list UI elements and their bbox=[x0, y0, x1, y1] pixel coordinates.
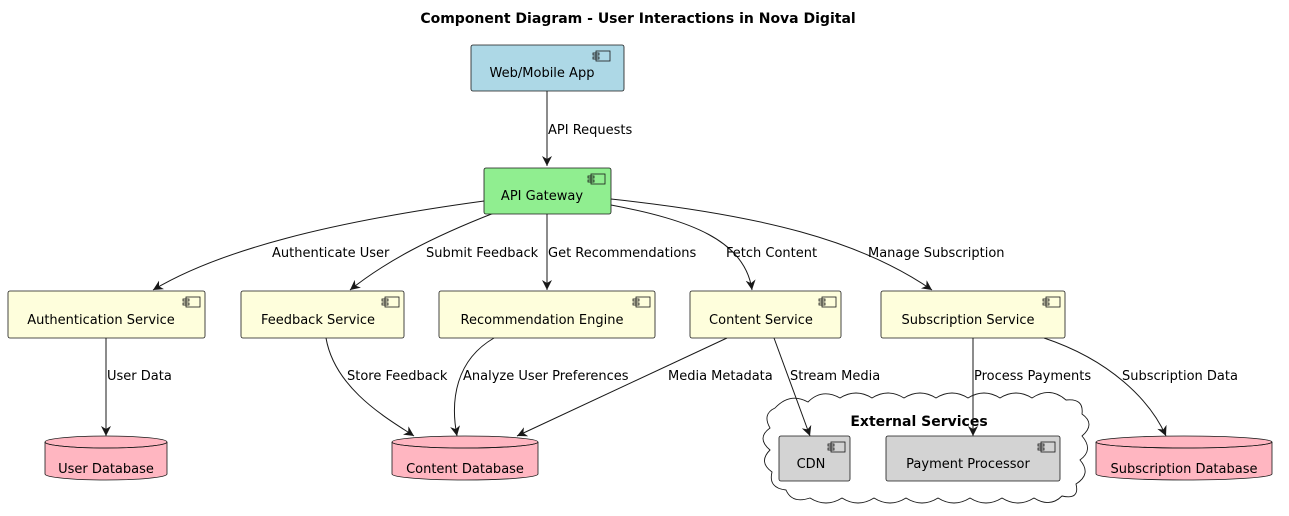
database-label: Subscription Database bbox=[1111, 462, 1258, 477]
component-label: Authentication Service bbox=[27, 313, 175, 328]
database-user-database[interactable]: User Database bbox=[44, 435, 168, 481]
edge-manage-subscription bbox=[610, 198, 933, 291]
edge-fetch-content bbox=[610, 204, 756, 291]
database-content-database[interactable]: Content Database bbox=[391, 435, 539, 481]
edge-label-media-metadata: Media Metadata bbox=[668, 369, 773, 384]
edge-submit-feedback bbox=[349, 212, 495, 291]
edge-label-store-feedback: Store Feedback bbox=[347, 369, 448, 384]
edge-media-metadata bbox=[516, 337, 728, 437]
component-icon bbox=[818, 296, 837, 308]
component-label: Feedback Service bbox=[261, 313, 375, 328]
component-icon bbox=[1037, 441, 1056, 453]
component-recommendation-engine[interactable]: Recommendation Engine bbox=[438, 290, 656, 339]
edge-label-get-recommendations: Get Recommendations bbox=[548, 246, 697, 261]
component-icon bbox=[632, 296, 651, 308]
component-icon bbox=[381, 296, 400, 308]
component-label: Recommendation Engine bbox=[461, 313, 624, 328]
component-web-mobile-app[interactable]: Web/Mobile App bbox=[470, 44, 625, 92]
component-icon bbox=[1042, 296, 1061, 308]
database-cylinder bbox=[1095, 441, 1273, 449]
edge-label-user-data: User Data bbox=[107, 369, 172, 384]
edge-label-manage-subscription: Manage Subscription bbox=[868, 246, 1005, 261]
edges: API Requests Authenticate User Submit Fe… bbox=[101, 91, 1238, 437]
edge-label-subscription-data: Subscription Data bbox=[1122, 369, 1238, 384]
component-authentication-service[interactable]: Authentication Service bbox=[7, 290, 206, 339]
component-subscription-service[interactable]: Subscription Service bbox=[880, 290, 1066, 339]
component-label: Subscription Service bbox=[902, 313, 1035, 328]
component-label: Content Service bbox=[709, 313, 813, 328]
edge-label-fetch-content: Fetch Content bbox=[726, 246, 817, 261]
component-label: Payment Processor bbox=[906, 457, 1030, 472]
component-icon bbox=[587, 173, 606, 185]
edge-label-api-requests: API Requests bbox=[548, 123, 633, 138]
component-icon bbox=[827, 441, 846, 453]
component-cdn[interactable]: CDN bbox=[778, 435, 851, 482]
database-label: Content Database bbox=[406, 462, 524, 477]
component-icon bbox=[592, 50, 611, 62]
database-label: User Database bbox=[58, 462, 154, 477]
edge-label-stream-media: Stream Media bbox=[790, 369, 880, 384]
edge-label-submit-feedback: Submit Feedback bbox=[426, 246, 539, 261]
edge-label-analyze-preferences: Analyze User Preferences bbox=[463, 369, 629, 384]
edge-analyze-preferences bbox=[450, 337, 495, 437]
external-services-title: External Services bbox=[850, 414, 987, 430]
component-api-gateway[interactable]: API Gateway bbox=[483, 167, 612, 215]
diagram-title: Component Diagram - User Interactions in… bbox=[420, 11, 855, 27]
component-label: CDN bbox=[797, 457, 826, 472]
component-content-service[interactable]: Content Service bbox=[689, 290, 842, 339]
edge-label-process-payments: Process Payments bbox=[974, 369, 1091, 384]
edge-authenticate-user bbox=[152, 200, 485, 291]
database-cylinder bbox=[391, 441, 539, 449]
edge-label-authenticate-user: Authenticate User bbox=[272, 246, 390, 261]
edge-store-feedback bbox=[325, 337, 415, 437]
edge-stream-media bbox=[773, 337, 812, 437]
component-label: API Gateway bbox=[501, 189, 583, 204]
edge-subscription-data bbox=[1043, 337, 1167, 437]
component-icon bbox=[182, 296, 201, 308]
component-payment-processor[interactable]: Payment Processor bbox=[885, 435, 1061, 482]
database-subscription-database[interactable]: Subscription Database bbox=[1095, 435, 1273, 481]
component-feedback-service[interactable]: Feedback Service bbox=[240, 290, 405, 339]
component-label: Web/Mobile App bbox=[490, 66, 595, 81]
database-cylinder bbox=[44, 441, 168, 449]
